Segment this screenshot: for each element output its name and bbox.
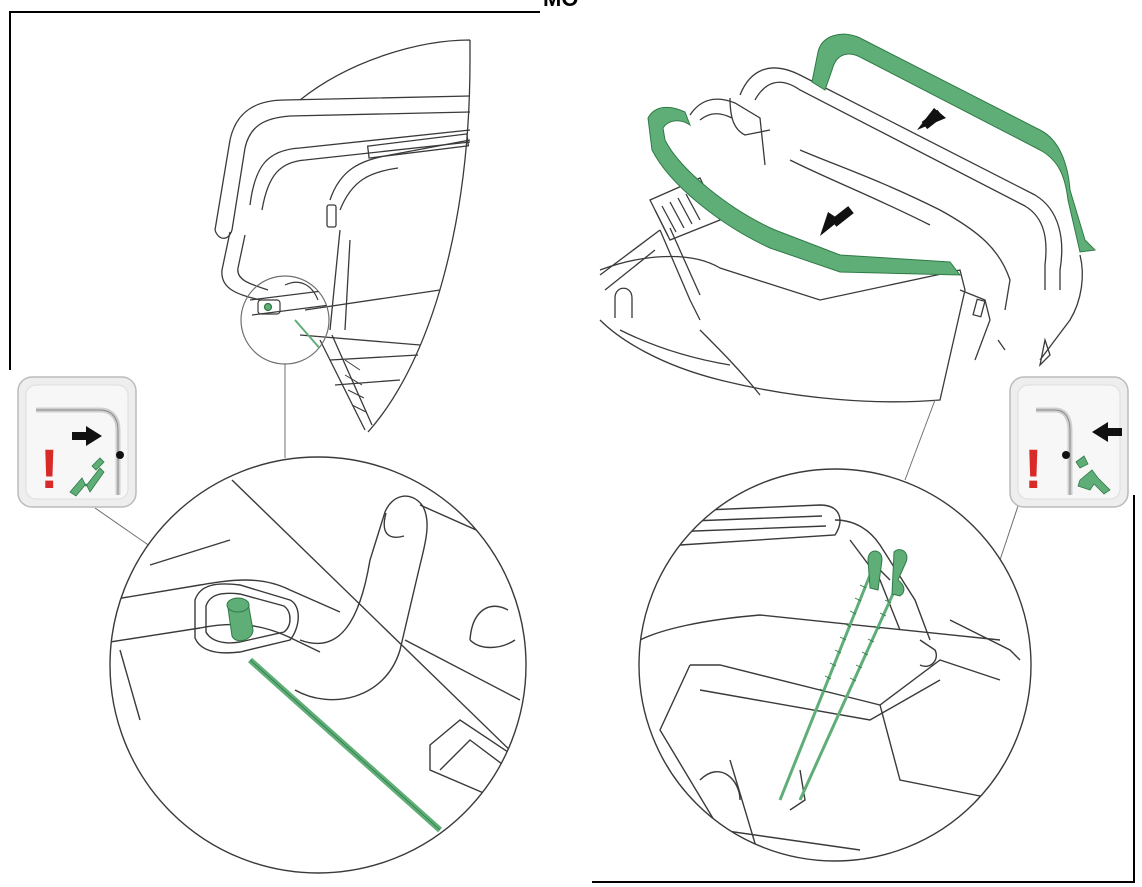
left-detail-circle: [109, 456, 527, 874]
green-lower-handle: [647, 106, 962, 276]
left-top-arc-boundary: [299, 39, 471, 433]
detail-handle: [294, 495, 428, 701]
green-upper-handle: [811, 33, 1097, 253]
left-top-view: [214, 39, 471, 433]
arrow-down-left-icon: [820, 206, 854, 236]
right-green-handles: [647, 33, 1097, 276]
detail-tube: [110, 579, 341, 613]
left-handle-outer: [214, 95, 471, 231]
mower-body: [599, 255, 966, 403]
green-hooks: [867, 549, 908, 597]
left-handle-inner: [231, 111, 471, 231]
left-rail: [366, 133, 470, 159]
warning-icon: !: [40, 437, 59, 500]
detail-bracket: [194, 583, 299, 654]
right-frame-line: [592, 495, 1135, 883]
right-detail-circle: [638, 468, 1032, 862]
right-leader-line: [904, 399, 936, 481]
arrow-right-icon: [72, 426, 102, 446]
right-arrows: [820, 108, 946, 236]
right-warning-icon-panel: !: [1009, 376, 1129, 508]
green-spring-rods: [778, 569, 899, 801]
warning-icon: !: [1024, 437, 1043, 500]
arrow-up-right-icon: [917, 108, 946, 130]
green-pin: [226, 597, 254, 642]
detail-rail: [659, 504, 841, 546]
dot-icon: [116, 451, 124, 459]
rear-handle: [739, 67, 1063, 290]
left-warning-icon-panel: !: [17, 376, 171, 561]
right-top-view: [599, 67, 1083, 403]
arrow-left-icon: [1092, 422, 1122, 442]
frame-lines: [9, 11, 1135, 883]
dot-icon: [1062, 451, 1070, 459]
lightning-icon: [69, 457, 105, 497]
left-frame-line: [9, 11, 540, 370]
header-fragment: MO: [543, 0, 578, 11]
left-handle-leg: [221, 231, 261, 301]
left-small-magnifier: [240, 275, 330, 365]
left-upper-bar: [249, 129, 471, 206]
detail-tray: [690, 659, 1001, 706]
lightning-icon: [1075, 455, 1111, 495]
